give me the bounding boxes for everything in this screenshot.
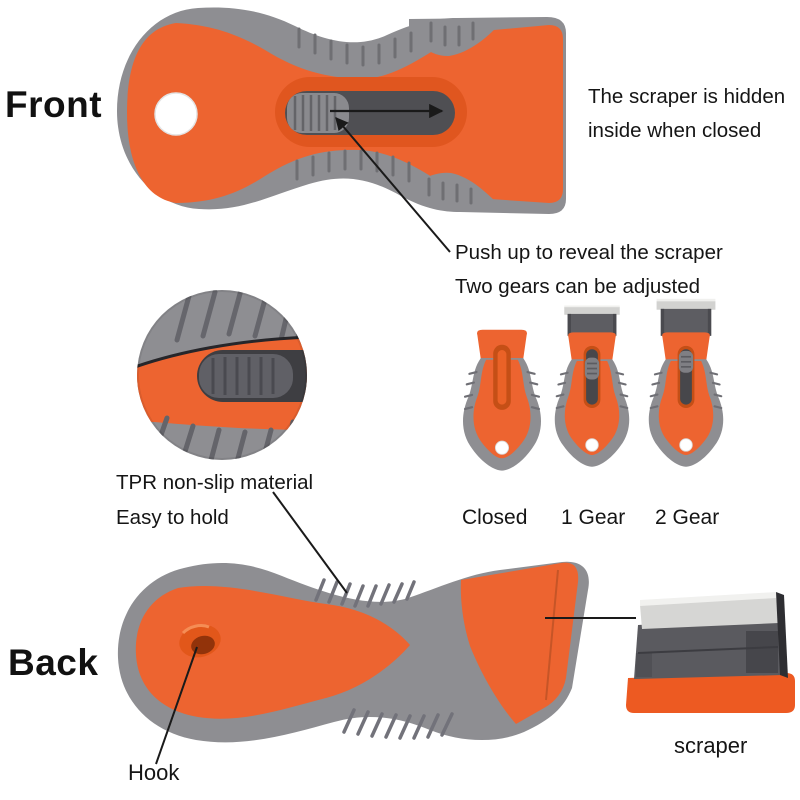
closed-slot bbox=[497, 350, 507, 405]
annotation-push-up: Push up to reveal the scraper bbox=[455, 241, 723, 264]
annotation-hidden-line1: The scraper is hidden bbox=[588, 85, 786, 108]
blade-holder bbox=[634, 617, 783, 679]
gear1-holder-bevel-right bbox=[613, 313, 617, 336]
blade-detail-illustration bbox=[626, 592, 795, 713]
annotation-hook: Hook bbox=[128, 760, 180, 785]
scraper-2gear-illustration bbox=[648, 298, 724, 467]
blade-holder-patch bbox=[746, 631, 778, 673]
annotation-two-gears: Two gears can be adjusted bbox=[455, 275, 701, 298]
gear-label-1gear: 1 Gear bbox=[561, 506, 626, 529]
gear-label-2gear: 2 Gear bbox=[655, 506, 720, 529]
back-view-label: Back bbox=[8, 642, 99, 683]
front-tool-grip-top-right bbox=[409, 18, 505, 57]
blade-base bbox=[626, 673, 795, 713]
scraper-closed-illustration bbox=[462, 329, 542, 471]
blade-silver-edge bbox=[640, 592, 776, 606]
inset-band-edge bbox=[137, 335, 307, 370]
back-tool-head-seam bbox=[545, 569, 559, 701]
gear1-slider-ribs bbox=[586, 362, 598, 375]
front-tool-ribs-top bbox=[297, 21, 475, 67]
gear2-blade-edge bbox=[656, 298, 716, 303]
back-tool-head bbox=[460, 562, 579, 724]
gear2-blade bbox=[656, 301, 716, 310]
blade-silver bbox=[640, 597, 779, 629]
inset-slider-ribs bbox=[211, 357, 275, 395]
blade-holder-notch bbox=[636, 653, 652, 677]
closed-head bbox=[477, 329, 527, 360]
back-tool-panel bbox=[135, 586, 410, 719]
gear2-slider-ribs bbox=[680, 355, 692, 368]
inset-slider-button bbox=[199, 354, 293, 398]
back-tool-ribs-bottom bbox=[342, 708, 454, 740]
gear1-holder-bevel-left bbox=[567, 313, 571, 336]
annotation-tpr-line1: TPR non-slip material bbox=[116, 471, 314, 494]
slider-detail-inset bbox=[137, 290, 307, 460]
front-view-label: Front bbox=[5, 84, 103, 125]
annotation-scraper: scraper bbox=[674, 733, 748, 758]
gear1-side-ribs bbox=[555, 371, 629, 410]
gear2-blade-holder bbox=[660, 308, 712, 336]
gear2-holder-bevel-left bbox=[660, 308, 665, 336]
front-tool-illustration bbox=[117, 7, 566, 214]
back-tool-hook-hole-highlight bbox=[181, 624, 210, 635]
back-tool-ribs-top bbox=[314, 578, 416, 608]
gear1-blade-edge bbox=[564, 305, 620, 309]
closed-side-ribs bbox=[463, 370, 541, 411]
annotation-hidden-line2: inside when closed bbox=[588, 119, 762, 142]
closed-hang-hole bbox=[494, 440, 510, 455]
front-tool-hang-hole bbox=[154, 92, 198, 136]
front-tool-slider-ribs bbox=[293, 95, 337, 131]
gear2-holder-bevel-right bbox=[707, 308, 712, 336]
gear2-side-ribs bbox=[649, 371, 723, 410]
gear1-blade-holder bbox=[567, 313, 617, 336]
gear1-hang-hole bbox=[585, 438, 599, 452]
annotation-tpr-line2: Easy to hold bbox=[116, 506, 229, 529]
blade-dark-edge bbox=[776, 592, 788, 678]
gear1-blade bbox=[564, 307, 620, 315]
back-tool-illustration bbox=[117, 561, 589, 743]
scraper-1gear-illustration bbox=[554, 305, 630, 467]
gear2-hang-hole bbox=[679, 438, 693, 452]
blade-holder-seam bbox=[637, 646, 779, 654]
gear-label-closed: Closed bbox=[462, 506, 528, 529]
inset-border bbox=[137, 290, 307, 460]
